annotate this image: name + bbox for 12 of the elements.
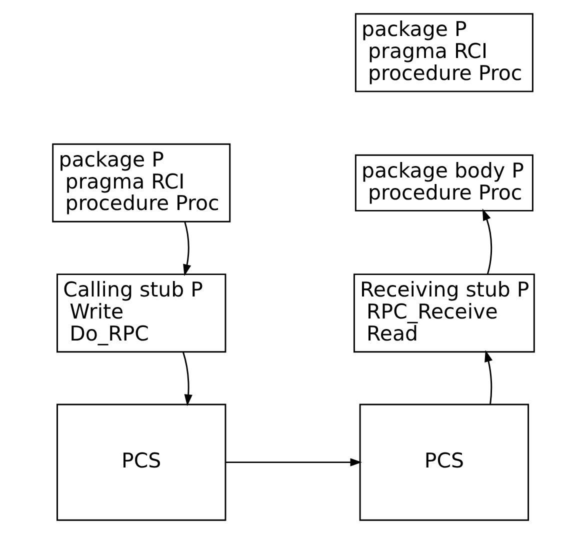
arrow — [482, 208, 492, 274]
arrow — [226, 458, 362, 466]
node-box: package P pragma RCI procedure Proc — [354, 13, 534, 92]
node-box: Calling stub P Write Do_RPC — [56, 274, 226, 353]
node-box: package P pragma RCI procedure Proc — [52, 143, 231, 222]
node-box: package body P procedure Proc — [354, 154, 534, 212]
node-box: PCS — [359, 404, 530, 521]
arrow — [484, 350, 493, 404]
node-box: Receiving stub P RPC_Receive Read — [353, 274, 535, 353]
arrow — [182, 352, 192, 406]
node-box: PCS — [56, 404, 226, 521]
arrow — [183, 222, 192, 276]
